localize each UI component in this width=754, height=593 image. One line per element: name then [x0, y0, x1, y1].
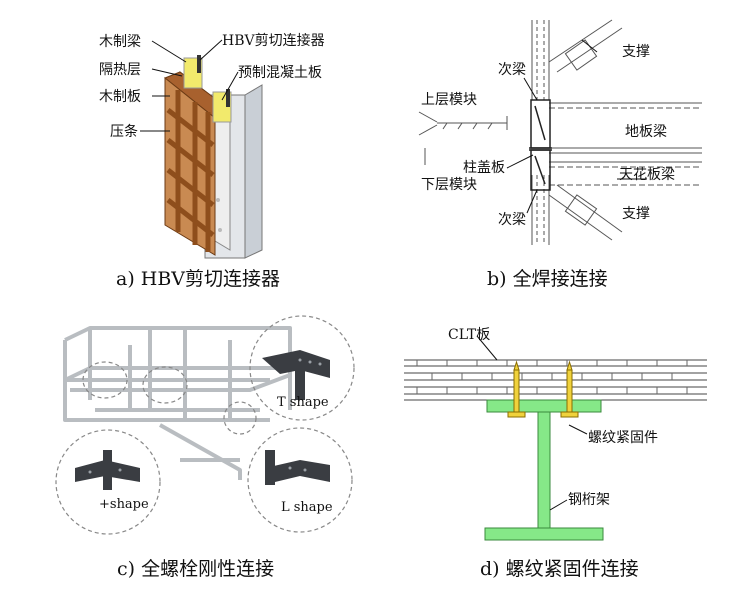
panel-a: 木制梁 隔热层 木制板 压条 HBV剪切连接器 预制混凝土板 a) HBV剪切连… — [0, 0, 377, 300]
panel-b: 次梁 上层模块 柱盖板 下层模块 次梁 支撑 地板梁 天花板梁 支撑 b) 全焊… — [377, 0, 754, 300]
label-t-shape: T shape — [277, 395, 329, 410]
label-brace-bottom: 支撑 — [622, 206, 650, 222]
panel-d: CLT板 螺纹紧固件 钢桁架 d) 螺纹紧固件连接 — [377, 300, 754, 593]
label-truss: 钢桁架 — [568, 492, 610, 508]
label-upper-module: 上层模块 — [421, 92, 477, 108]
caption-c: c) 全螺栓刚性连接 — [117, 558, 275, 580]
label-wood-beam: 木制梁 — [99, 34, 141, 50]
label-fastener: 螺纹紧固件 — [588, 430, 658, 446]
panel-c: T shape +shape L shape c) 全螺栓刚性连接 — [0, 300, 377, 593]
label-precast: 预制混凝土板 — [238, 65, 322, 81]
hbv-connector-illustration — [140, 39, 263, 259]
welded-connection-drawing — [418, 19, 702, 245]
caption-d: d) 螺纹紧固件连接 — [480, 558, 639, 580]
bolted-frame-illustration — [55, 315, 355, 535]
label-floor-beam: 地板梁 — [625, 124, 667, 140]
label-insulation: 隔热层 — [99, 62, 141, 78]
label-secondary-beam-top: 次梁 — [498, 62, 526, 78]
label-hbv: HBV剪切连接器 — [222, 33, 325, 49]
label-secondary-beam-bottom: 次梁 — [498, 212, 526, 228]
threaded-fastener-drawing — [404, 335, 707, 541]
label-brace-top: 支撑 — [622, 44, 650, 60]
label-lower-module: 下层模块 — [421, 177, 477, 193]
label-batten: 压条 — [110, 124, 138, 140]
label-column-cap: 柱盖板 — [463, 160, 505, 176]
label-l-shape: L shape — [281, 500, 333, 515]
caption-b: b) 全焊接连接 — [487, 268, 608, 290]
label-ceiling-beam: 天花板梁 — [619, 167, 675, 183]
label-clt: CLT板 — [448, 327, 491, 343]
label-plus-shape: +shape — [99, 497, 149, 512]
label-wood-board: 木制板 — [99, 89, 141, 105]
caption-a: a) HBV剪切连接器 — [116, 268, 281, 290]
